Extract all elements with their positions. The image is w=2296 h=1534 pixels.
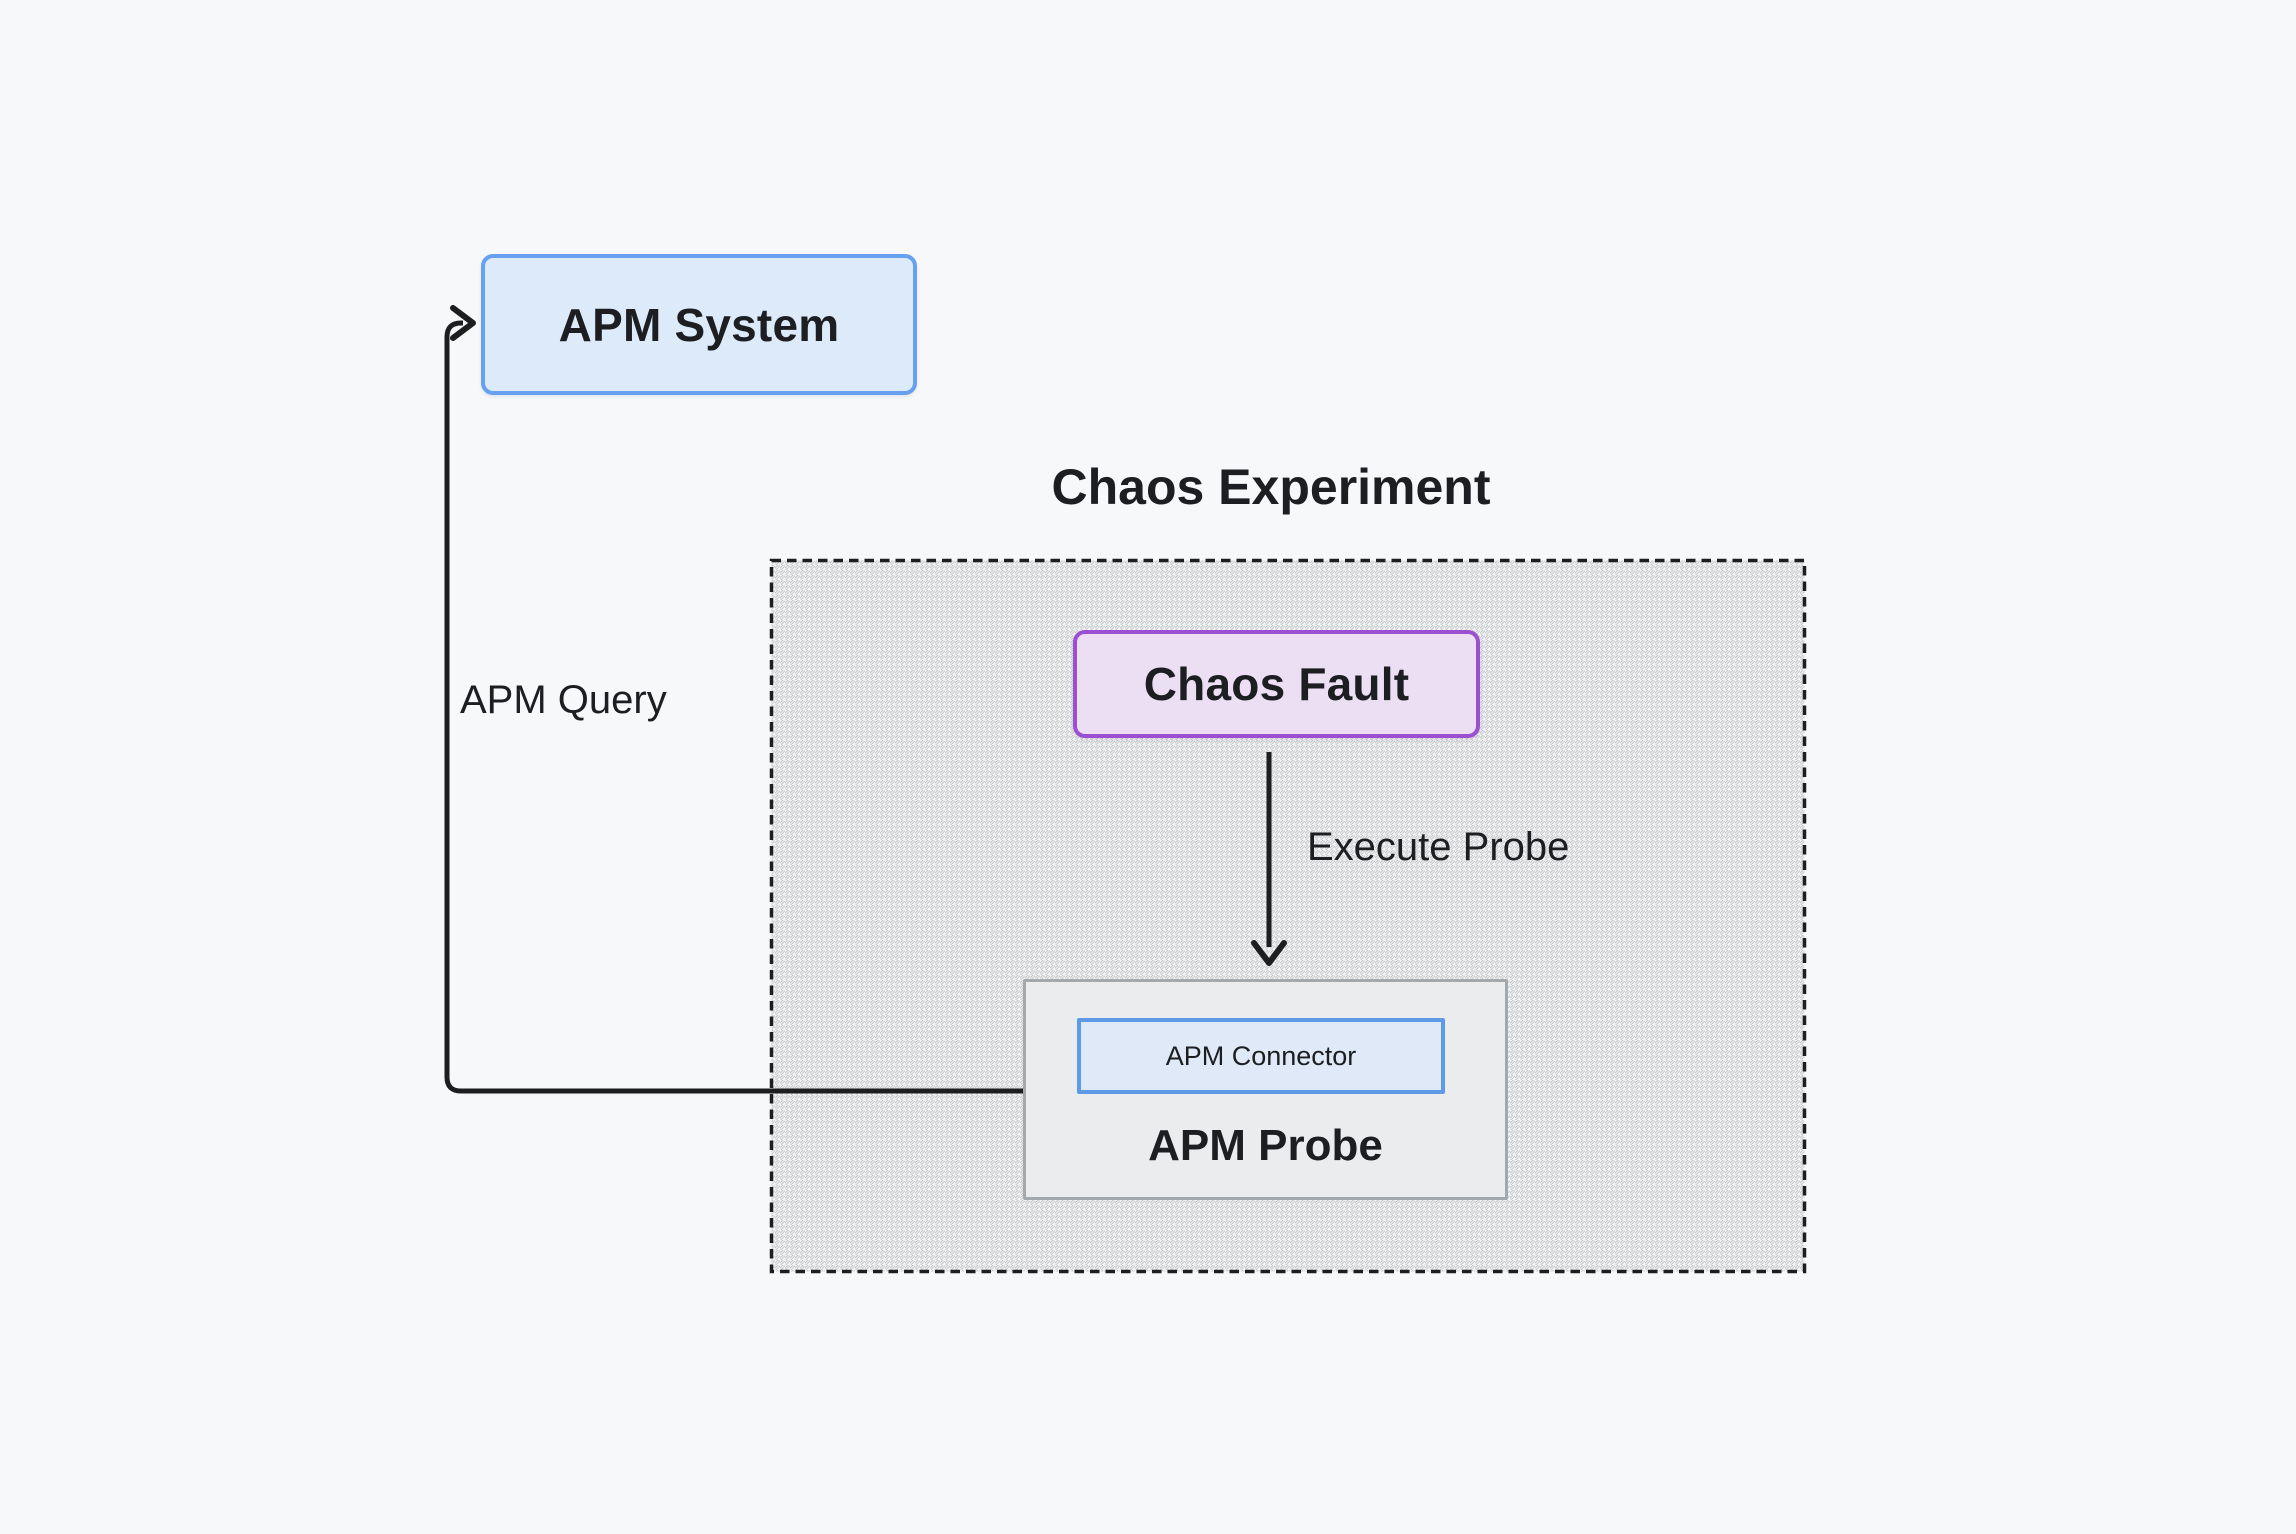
- node-chaos-fault-label: Chaos Fault: [1143, 658, 1410, 710]
- node-apm-connector-label: APM Connector: [1165, 1040, 1357, 1071]
- node-apm-probe-label: APM Probe: [1148, 1121, 1383, 1170]
- apm-query-edge-label: APM Query: [460, 678, 667, 722]
- apm-query-arrowhead-icon: [450, 305, 476, 341]
- node-apm-probe: APM Connector APM Probe: [1023, 979, 1508, 1200]
- chaos-experiment-group-title: Chaos Experiment: [1051, 459, 1491, 515]
- execute-probe-edge-label: Execute Probe: [1307, 825, 1570, 869]
- execute-probe-arrowhead-icon: [1251, 940, 1287, 966]
- node-apm-system: APM System: [481, 254, 917, 395]
- node-apm-system-label: APM System: [558, 298, 840, 351]
- node-chaos-fault: Chaos Fault: [1073, 630, 1480, 738]
- node-apm-connector: APM Connector: [1077, 1018, 1445, 1094]
